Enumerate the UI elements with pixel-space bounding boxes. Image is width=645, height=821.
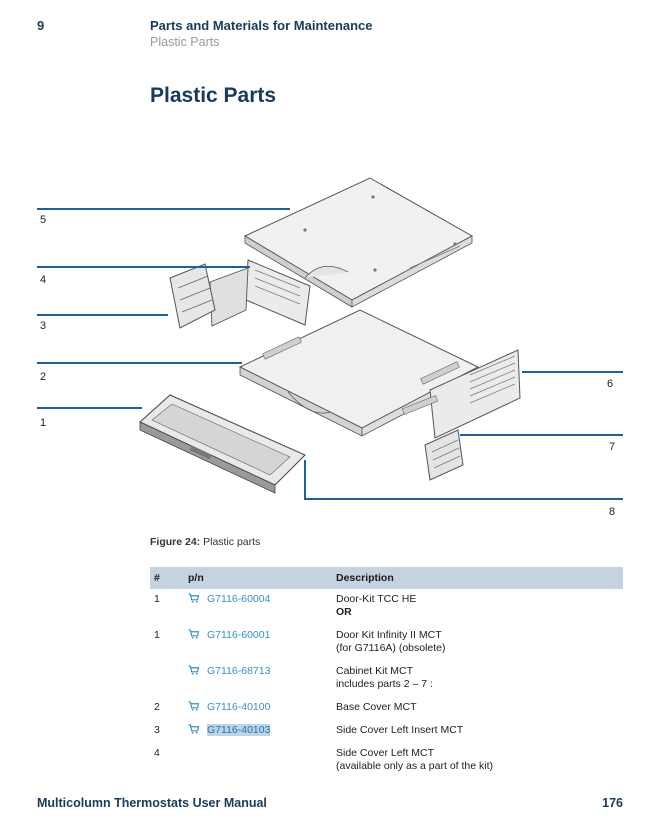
row-description: Door Kit Infinity II MCT(for G7116A) (ob…	[332, 625, 623, 661]
cart-icon[interactable]	[188, 701, 200, 711]
table-header-row: # p/n Description	[150, 567, 623, 589]
table-row: 4 Side Cover Left MCT(available only as a…	[150, 743, 623, 779]
part-number-link[interactable]: G7116-60001	[207, 629, 271, 641]
chapter-title: Parts and Materials for Maintenance	[150, 18, 373, 33]
row-number: 2	[154, 701, 160, 713]
part-number-group: G7116-60004	[188, 593, 270, 605]
table-row: 1 G7116-60001 Door Kit Infinity II MCT(for…	[150, 625, 623, 661]
cart-icon[interactable]	[188, 593, 200, 603]
cart-icon[interactable]	[188, 629, 200, 639]
part-number-group: G7116-40100	[188, 701, 270, 713]
side-cover-right-insert-illustration	[424, 429, 464, 481]
side-cover-right-illustration	[401, 349, 521, 439]
footer-manual-title: Multicolumn Thermostats User Manual	[37, 796, 267, 810]
callout-5: 5	[40, 214, 46, 226]
description-line: Door-Kit TCC HE	[336, 593, 417, 605]
figure-caption-label: Figure 24:	[150, 536, 201, 548]
row-part-number-cell: G7116-60004	[184, 589, 332, 625]
footer-page-number: 176	[602, 796, 623, 810]
row-part-number-cell: G7116-40100	[184, 697, 332, 720]
callout-1: 1	[40, 417, 46, 429]
part-number-group: G7116-40103	[188, 724, 271, 736]
description-line: Cabinet Kit MCT	[336, 665, 414, 677]
part-number-group: G7116-68713	[188, 665, 270, 677]
part-number-group: G7116-60001	[188, 629, 270, 641]
description-line: Door Kit Infinity II MCT	[336, 629, 442, 641]
callout-3: 3	[40, 320, 46, 332]
col-header-number: #	[150, 567, 184, 589]
row-part-number-cell: G7116-60001	[184, 625, 332, 661]
chapter-number: 9	[37, 18, 45, 33]
description-line: Side Cover Left MCT	[336, 747, 435, 759]
side-cover-left-illustration	[209, 259, 311, 327]
callout-2: 2	[40, 371, 46, 383]
section-subtitle: Plastic Parts	[150, 35, 220, 49]
callout-8: 8	[609, 506, 615, 518]
row-number: 1	[154, 629, 160, 641]
row-part-number-cell	[184, 743, 332, 779]
row-number: 4	[154, 747, 160, 759]
callout-6: 6	[607, 378, 613, 390]
side-cover-insert-illustration	[169, 263, 216, 329]
door-illustration	[139, 394, 306, 494]
row-description: Side Cover Left Insert MCT	[332, 720, 623, 743]
top-cover-illustration	[243, 177, 474, 308]
figure-caption-text: Plastic parts	[203, 536, 261, 548]
row-description: Base Cover MCT	[332, 697, 623, 720]
figure-caption: Figure 24: Plastic parts	[150, 536, 260, 548]
description-note: (available only as a part of the kit)	[336, 760, 493, 772]
row-part-number-cell: G7116-40103	[184, 720, 332, 743]
col-header-description: Description	[332, 567, 623, 589]
part-number-link[interactable]: G7116-68713	[207, 665, 271, 677]
description-note: (for G7116A) (obsolete)	[336, 642, 446, 654]
description-note: includes parts 2 – 7 :	[336, 678, 433, 690]
part-number-link[interactable]: G7116-40100	[207, 701, 271, 713]
part-number-link[interactable]: G7116-40103	[207, 724, 271, 736]
parts-table: # p/n Description 1 G7116-60004 Door-Kit T…	[150, 567, 623, 779]
cart-icon[interactable]	[188, 724, 200, 734]
description-or: OR	[336, 606, 352, 618]
table-row: 3 G7116-40103 Side Cover Left Insert MCT	[150, 720, 623, 743]
description-line: Base Cover MCT	[336, 701, 417, 713]
plastic-parts-figure: 5 4 3 2 1 6 7 8	[37, 177, 623, 518]
row-description: Side Cover Left MCT(available only as a …	[332, 743, 623, 779]
page-title: Plastic Parts	[150, 84, 277, 107]
table-row: 2 G7116-40100 Base Cover MCT	[150, 697, 623, 720]
callout-4: 4	[40, 274, 46, 286]
callout-7: 7	[609, 441, 615, 453]
row-number: 3	[154, 724, 160, 736]
description-line: Side Cover Left Insert MCT	[336, 724, 464, 736]
callout-lines	[37, 208, 623, 500]
row-number	[150, 661, 184, 697]
part-number-link[interactable]: G7116-60004	[207, 593, 271, 605]
col-header-part-number: p/n	[184, 567, 332, 589]
cart-icon[interactable]	[188, 665, 200, 675]
row-number: 1	[154, 593, 160, 605]
row-part-number-cell: G7116-68713	[184, 661, 332, 697]
